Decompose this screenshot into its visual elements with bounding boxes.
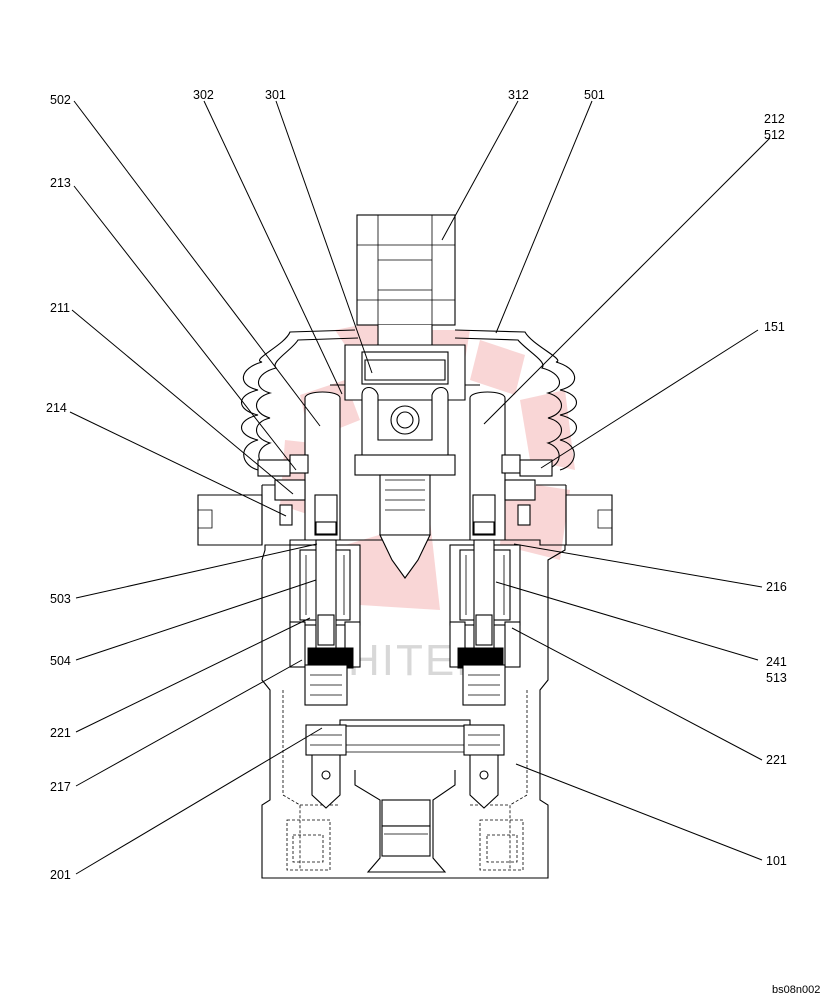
callout-501: 501	[584, 88, 605, 102]
callout-214: 214	[46, 401, 67, 415]
callout-502: 502	[50, 93, 71, 107]
spool-assembly-right	[449, 539, 521, 809]
valve-body-101	[261, 539, 566, 879]
callout-213: 213	[50, 176, 71, 190]
callout-217: 217	[50, 780, 71, 794]
callout-513: 513	[766, 671, 787, 685]
callout-312: 312	[508, 88, 529, 102]
callout-512: 512	[764, 128, 785, 142]
callout-221-right: 221	[766, 753, 787, 767]
callout-101: 101	[766, 854, 787, 868]
callout-221-left: 221	[50, 726, 71, 740]
callout-labels: 502 302 301 312 501 212 512 213 211 151 …	[46, 88, 787, 882]
callout-216: 216	[766, 580, 787, 594]
bellows-boot-501	[240, 329, 578, 471]
disc-plate-301-302	[330, 344, 480, 401]
callout-503: 503	[50, 592, 71, 606]
callout-504: 504	[50, 654, 71, 668]
callout-212: 212	[764, 112, 785, 126]
callout-301: 301	[265, 88, 286, 102]
callout-151: 151	[764, 320, 785, 334]
callout-241: 241	[766, 655, 787, 669]
drawing-reference: bs08n002	[772, 984, 820, 996]
plate-flange	[197, 484, 613, 546]
callout-201: 201	[50, 868, 71, 882]
cam-clevis	[354, 386, 456, 579]
callout-211: 211	[50, 301, 70, 315]
callout-302: 302	[193, 88, 214, 102]
leader-lines	[69, 100, 771, 875]
pusher-left	[257, 391, 341, 541]
pusher-right	[469, 391, 553, 541]
